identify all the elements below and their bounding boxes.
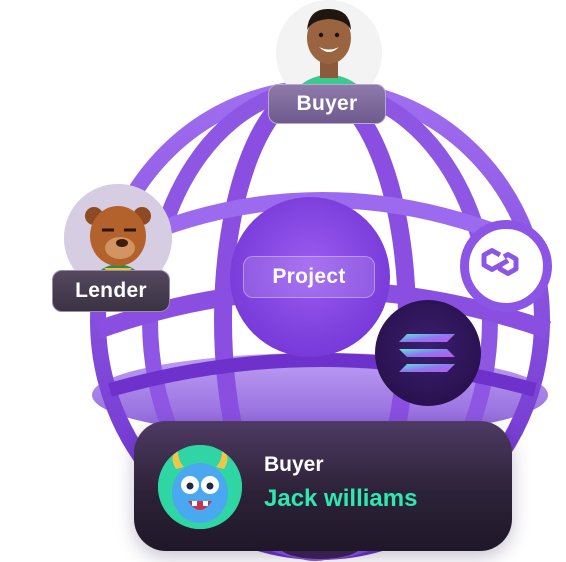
polygon-logo-icon [481,248,519,276]
solana-badge [375,300,481,406]
card-name-label: Jack williams [264,485,418,512]
polygon-badge [460,220,552,312]
solana-logo-icon [399,334,455,372]
buyer-label: Buyer [268,84,386,124]
card-avatar [158,445,242,529]
card-role-label: Buyer [264,453,324,476]
lender-label: Lender [52,270,170,312]
project-label: Project [243,256,375,298]
globe-latitude-lower [108,353,537,397]
monster-avatar-icon [158,445,242,529]
project-core [230,197,390,357]
